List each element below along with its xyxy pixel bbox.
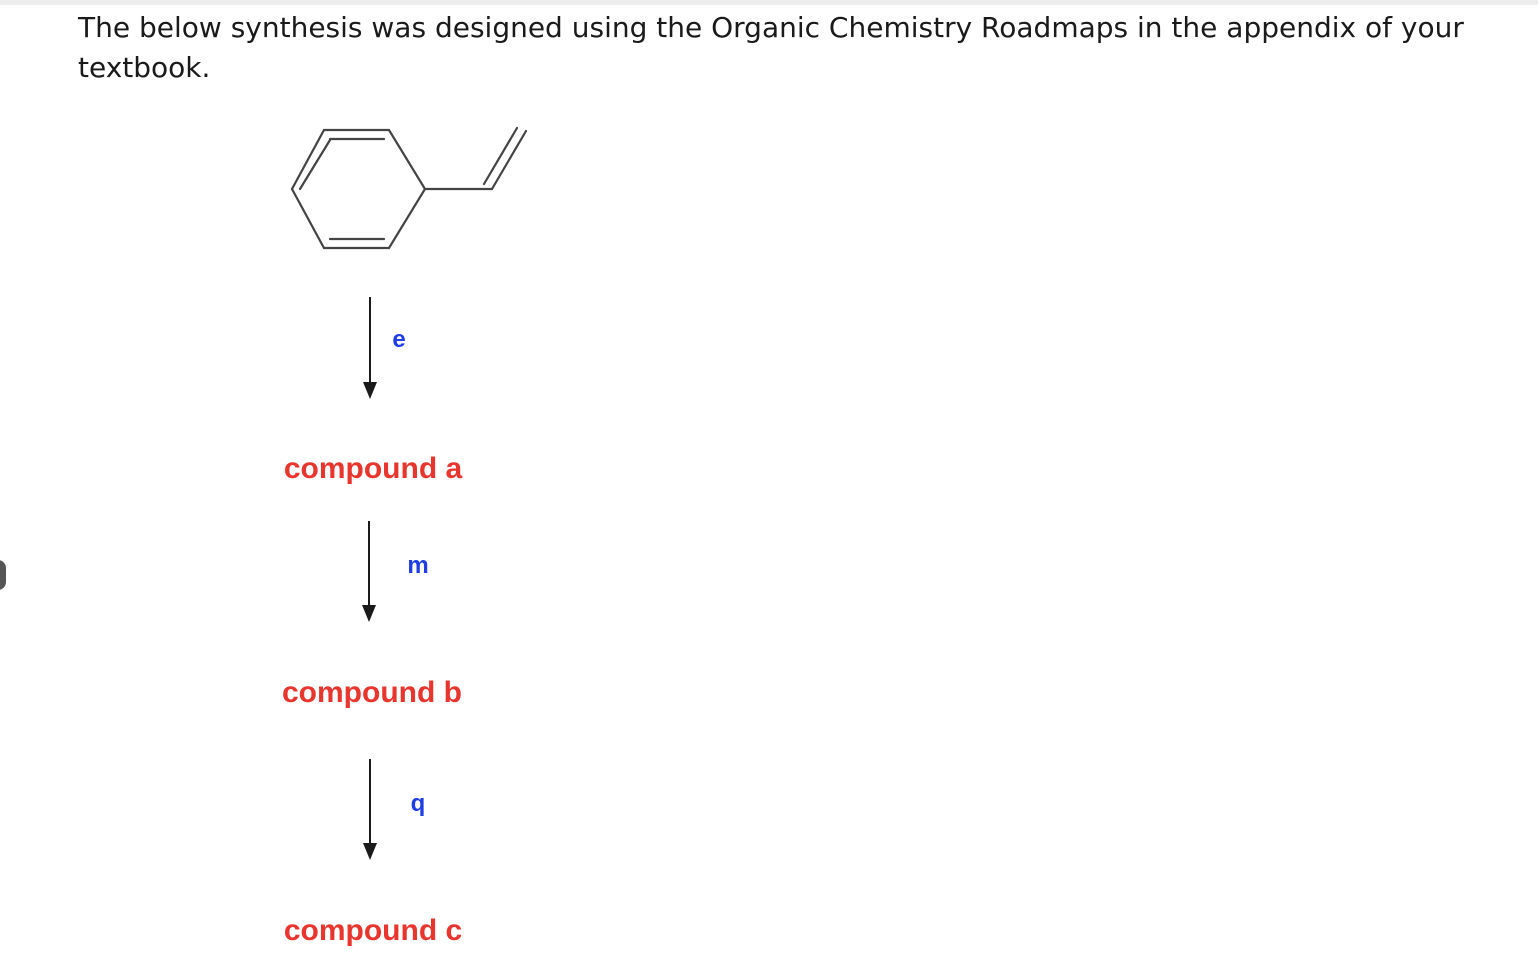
- reagent-label-m: m: [407, 552, 428, 579]
- reagent-label-q: q: [411, 790, 426, 817]
- reagent-label-e: e: [392, 326, 405, 353]
- reaction-arrow-2: [362, 521, 376, 622]
- ring-double-bond-left: [298, 138, 332, 191]
- reaction-arrow-3: [363, 759, 377, 860]
- compound-c-label: compound c: [284, 914, 462, 947]
- vinyl-double-bond-a: [490, 129, 528, 191]
- compound-b-label: compound b: [282, 676, 462, 709]
- vinyl-double-bond-b: [482, 126, 519, 186]
- side-panel-handle[interactable]: [0, 560, 6, 590]
- top-divider: [0, 0, 1538, 5]
- benzene-ring: [290, 128, 427, 250]
- styrene-structure: [290, 126, 528, 250]
- compound-a-label: compound a: [284, 452, 463, 485]
- question-intro-text: The below synthesis was designed using t…: [78, 11, 1464, 84]
- reaction-arrow-1: [363, 297, 377, 399]
